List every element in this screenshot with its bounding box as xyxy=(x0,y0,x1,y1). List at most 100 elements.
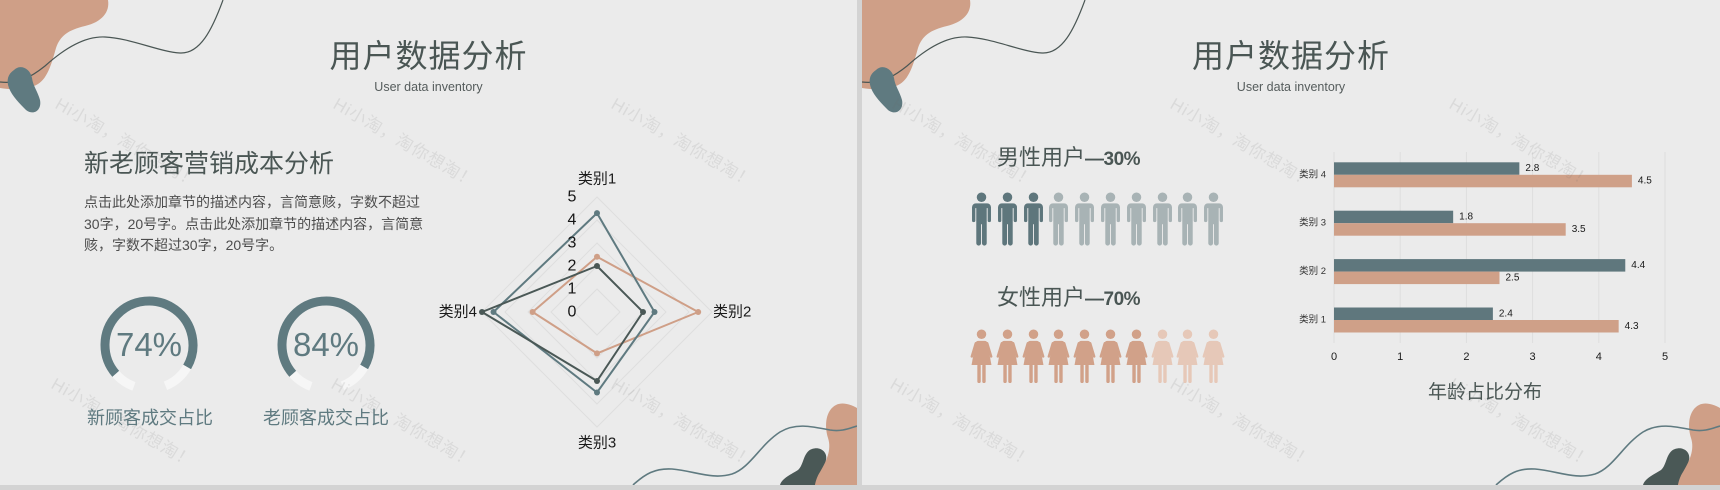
male-users-heading: 男性用户—30% xyxy=(997,144,1141,174)
bar xyxy=(1334,174,1632,188)
male-person-icon xyxy=(1178,192,1198,246)
bar-value-label: 2.4 xyxy=(1499,308,1513,319)
bar-category-group: 类别 1 2.4 4.3 xyxy=(1299,307,1639,333)
bar-value-label: 3.5 xyxy=(1572,224,1586,235)
radar-tick-label: 4 xyxy=(568,212,577,229)
male-person-icon xyxy=(997,192,1017,246)
slide-decoration xyxy=(0,0,857,485)
y-axis-category-label: 类别 4 xyxy=(1299,168,1326,180)
x-axis-tick-label: 3 xyxy=(1530,351,1536,363)
decor-curve-top xyxy=(0,0,224,83)
bar-chart-title: 年龄占比分布 xyxy=(1427,382,1542,403)
gauge-value: 84% xyxy=(292,326,360,363)
female-users-percent: —70% xyxy=(1085,289,1141,310)
male-person-icon xyxy=(1075,192,1095,246)
gauge-value: 74% xyxy=(115,326,183,363)
radar-data-point xyxy=(490,309,497,315)
decor-curve-top xyxy=(862,0,1086,83)
x-axis-tick-label: 1 xyxy=(1397,351,1403,363)
male-users-percent: —30% xyxy=(1085,149,1141,170)
slide-user-demographics: 用户数据分析 User data inventory 男性用户—30% 女性用户… xyxy=(862,0,1720,485)
male-person-icon xyxy=(972,192,991,246)
gauge-new-customer: 74% xyxy=(99,295,199,395)
radar-data-point xyxy=(594,253,600,260)
female-person-icon xyxy=(1151,329,1173,384)
bar-category-group: 类别 4 2.8 4.5 xyxy=(1299,162,1652,188)
female-person-icon xyxy=(1099,329,1122,384)
bar-value-label: 1.8 xyxy=(1459,211,1473,222)
radar-category-label: 类别2 xyxy=(713,304,751,321)
radar-data-point xyxy=(695,309,702,315)
y-axis-category-label: 类别 1 xyxy=(1299,314,1326,326)
female-person-icon xyxy=(1022,329,1044,384)
decor-bean-top xyxy=(7,67,41,113)
bar-category-group: 类别 3 1.8 3.5 xyxy=(1299,210,1586,236)
bar xyxy=(1334,307,1493,320)
decor-dark-blob-bottom xyxy=(1643,448,1690,485)
radar-data-point xyxy=(594,210,600,217)
female-person-icon xyxy=(1176,329,1199,384)
gauge-ring-icon xyxy=(100,296,198,391)
x-axis-tick-label: 0 xyxy=(1331,351,1337,363)
decor-tan-blob-bottom xyxy=(815,403,857,485)
radar-data-point xyxy=(651,309,658,315)
radar-tick-label: 2 xyxy=(568,258,577,275)
gauge-label-returning-customer: 老顾客成交占比 xyxy=(263,408,389,428)
radar-series xyxy=(490,210,658,396)
radar-series xyxy=(529,253,702,357)
female-users-label: 女性用户 xyxy=(997,285,1086,310)
bar-value-label: 4.4 xyxy=(1631,260,1645,271)
x-axis-tick-label: 5 xyxy=(1662,351,1668,363)
decor-curve-bottom xyxy=(1495,425,1720,485)
radar-grid-ring xyxy=(573,288,621,336)
bar xyxy=(1334,210,1454,224)
decor-curve-bottom xyxy=(632,425,857,485)
gauge-label-new-customer: 新顾客成交占比 xyxy=(87,408,213,428)
page-title: 用户数据分析 xyxy=(1191,38,1390,74)
gauge-returning-customer: 84% xyxy=(276,295,376,395)
x-axis-tick-label: 4 xyxy=(1596,351,1602,363)
radar-tick-label: 3 xyxy=(568,235,577,252)
bar xyxy=(1334,271,1500,285)
page-title: 用户数据分析 xyxy=(329,38,528,74)
radar-tick-label: 0 xyxy=(568,304,577,321)
slide-customer-cost-analysis: 用户数据分析 User data inventory 新老顾客营销成本分析 点击… xyxy=(0,0,857,485)
decor-dark-blob-bottom xyxy=(780,448,827,485)
bar-value-label: 4.5 xyxy=(1638,176,1652,187)
y-axis-category-label: 类别 2 xyxy=(1299,265,1326,277)
page-subtitle: User data inventory xyxy=(1236,80,1346,94)
bar-value-label: 4.3 xyxy=(1625,321,1639,332)
slide-decoration xyxy=(862,0,1720,485)
bar-value-label: 2.5 xyxy=(1506,272,1520,283)
section-description[interactable]: 点击此处添加章节的描述内容，言简意赅，字数不超过30字，20号字。点击此处添加章… xyxy=(84,194,424,253)
x-axis-tick-label: 2 xyxy=(1463,351,1469,363)
female-users-heading: 女性用户—70% xyxy=(997,284,1141,314)
radar-data-point xyxy=(594,350,600,357)
radar-data-point xyxy=(594,378,600,384)
bar-value-label: 2.8 xyxy=(1525,163,1539,174)
male-person-icon xyxy=(1126,192,1146,246)
radar-category-label: 类别1 xyxy=(578,171,616,188)
radar-tick-label: 1 xyxy=(568,281,577,298)
female-person-icon xyxy=(996,329,1019,384)
decor-tan-blob-top xyxy=(862,0,971,90)
radar-data-point xyxy=(529,309,536,315)
radar-data-point xyxy=(594,389,600,396)
female-person-icon xyxy=(1202,329,1225,384)
male-person-icon xyxy=(1152,192,1172,246)
bar xyxy=(1334,320,1619,333)
female-person-icon xyxy=(1047,329,1070,384)
section-title: 新老顾客营销成本分析 xyxy=(84,150,335,178)
page-subtitle: User data inventory xyxy=(374,80,483,94)
male-icon-row xyxy=(970,192,1232,248)
bar xyxy=(1334,162,1520,175)
radar-series xyxy=(479,263,646,384)
gauge-ring-icon xyxy=(277,296,375,391)
female-person-icon xyxy=(970,329,993,384)
age-bar-chart: 0 1 2 3 4 5 类别 1 2.4 4.3 类别 2 4.4 2.5 类别 3 1.8 3.5 类别 4… xyxy=(1299,152,1668,363)
y-axis-category-label: 类别 3 xyxy=(1299,217,1326,229)
male-person-icon xyxy=(1049,192,1069,246)
radar-data-point xyxy=(594,263,600,269)
radar-data-point xyxy=(479,309,485,315)
radar-data-point xyxy=(640,309,646,315)
